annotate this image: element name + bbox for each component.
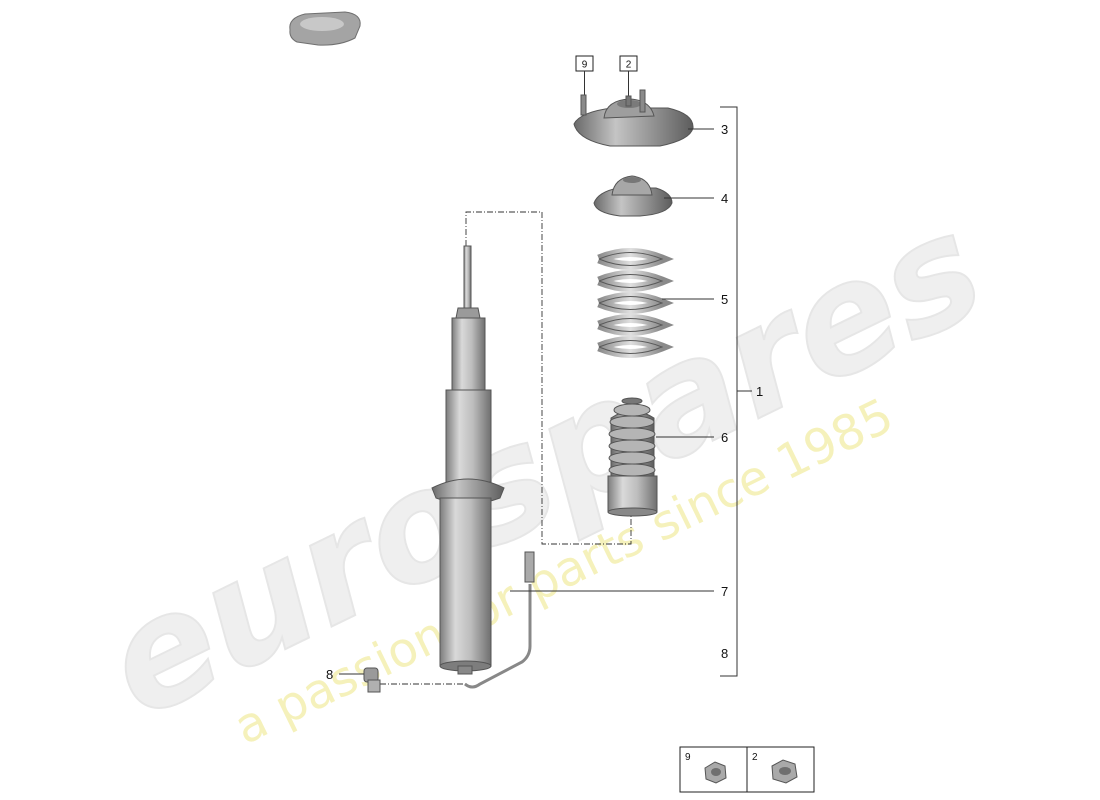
connector-icon <box>363 667 381 693</box>
watermark: eurospares a passion for parts since 198… <box>79 179 1010 756</box>
strut-mount-icon <box>573 89 694 147</box>
legend-label-9: 9 <box>685 752 691 763</box>
callout-8-right: 8 <box>721 646 728 661</box>
callout-5: 5 <box>721 292 728 307</box>
callout-8-left: 8 <box>326 667 333 682</box>
legend-box: 9 2 <box>679 746 815 793</box>
bump-stop-icon <box>607 397 658 517</box>
part-box-9: 9 <box>575 55 594 72</box>
grommet-icon <box>289 11 361 46</box>
callout-6: 6 <box>721 430 728 445</box>
callout-4: 4 <box>721 191 728 206</box>
shock-absorber-icon <box>431 245 535 689</box>
part-box-2: 2 <box>619 55 638 72</box>
svg-text:9: 9 <box>582 60 588 71</box>
callout-3: 3 <box>721 122 728 137</box>
spring-seat-icon <box>593 175 673 217</box>
nut-icon <box>704 761 727 784</box>
watermark-brand: eurospares <box>80 180 1009 752</box>
svg-text:2: 2 <box>626 60 632 71</box>
callout-7: 7 <box>721 584 728 599</box>
callout-1: 1 <box>756 384 763 399</box>
legend-label-2: 2 <box>752 752 758 763</box>
nut-icon <box>771 759 798 784</box>
alignment-line <box>465 211 632 545</box>
